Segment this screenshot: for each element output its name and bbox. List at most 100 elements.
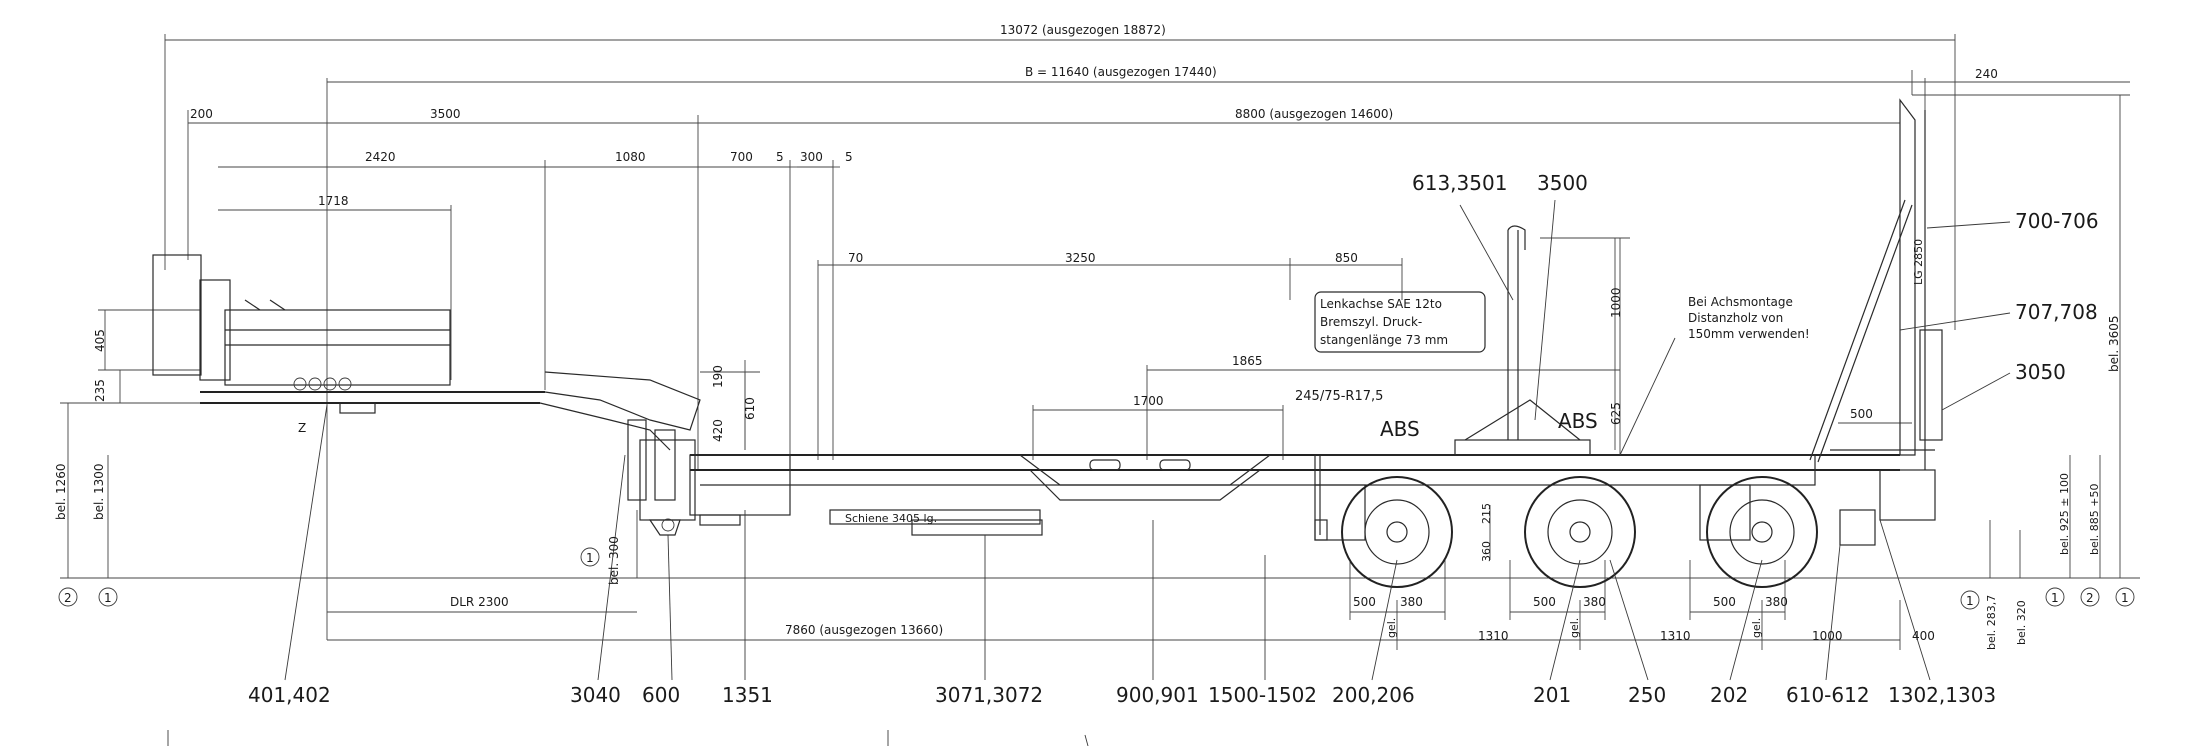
ref-613: 613,3501 [1412,171,1507,195]
dim-215: 215 [1480,503,1493,524]
gel-2: gel. [1568,618,1581,638]
gooseneck [152,254,701,451]
bel-925: bel. 925 ± 100 [2058,473,2071,555]
axle-bogie [1314,225,1816,541]
svg-text:1: 1 [2121,591,2129,605]
bottom-ref-201: 201 [1533,683,1571,707]
dim-1310b: 1310 [1660,629,1691,643]
bottom-ref-1500: 1500-1502 [1208,683,1317,707]
svg-text:1: 1 [586,551,594,565]
vertical-labels: 405 235 bel. 1260 bel. 1300 bel. 300 420… [54,239,2121,650]
bel-885: bel. 885 +50 [2088,483,2101,555]
reference-numbers: 613,3501 3500 700-706 707,708 3050 401,4… [248,171,2099,707]
dim-1865: 1865 [1232,354,1263,368]
ref-700: 700-706 [2015,209,2099,233]
lenk-note-2: Bremszyl. Druck- [1320,315,1422,329]
bel-283: bel. 283,7 [1985,595,1998,650]
dim-190: 190 [711,365,725,388]
bottom-ref-250: 250 [1628,683,1666,707]
ref-3050: 3050 [2015,360,2066,384]
dim-7860: 7860 (ausgezogen 13660) [785,623,943,637]
dimension-labels: 13072 (ausgezogen 18872) B = 11640 (ausg… [190,23,1998,643]
axle1-380: 380 [1400,595,1423,609]
bottom-ref-1351: 1351 [722,683,773,707]
svg-text:2: 2 [64,591,72,605]
bottom-ref-3071: 3071,3072 [935,683,1043,707]
svg-text:1: 1 [2051,591,2059,605]
bottom-ref-401: 401,402 [248,683,331,707]
axle3-380: 380 [1765,595,1788,609]
dim-1000b: 1000 [1812,629,1843,643]
lenk-note-1: Lenkachse SAE 12to [1320,297,1442,311]
dim-200: 200 [190,107,213,121]
dim-3500: 3500 [430,107,461,121]
z-label: Z [298,421,306,435]
axle2-380: 380 [1583,595,1606,609]
bel-300: bel. 300 [607,536,621,585]
top-dimension-lines [164,34,2130,640]
dim-400: 400 [1912,629,1935,643]
svg-text:2: 2 [2086,591,2094,605]
dim-1718: 1718 [318,194,349,208]
dim-700: 700 [730,150,753,164]
notes: Lenkachse SAE 12to Bremszyl. Druck- stan… [1295,295,1810,441]
abs-label-1: ABS [1380,417,1420,441]
gel-1: gel. [1385,618,1398,638]
bel-3605: bel. 3605 [2107,315,2121,372]
achs-note-1: Bei Achsmontage [1688,295,1793,309]
achs-note-3: 150mm verwenden! [1688,327,1810,341]
bottom-ref-1302: 1302,1303 [1888,683,1996,707]
dim-5b: 5 [845,150,853,164]
datum-markers [58,547,2135,610]
dim-2420: 2420 [365,150,396,164]
dim-240: 240 [1975,67,1998,81]
lenkachse-note-box [1314,291,1486,353]
dim-1000: 1000 [1609,287,1623,318]
bottom-ref-202: 202 [1710,683,1748,707]
bottom-ref-200: 200,206 [1332,683,1415,707]
left-dimension-lines [60,238,1616,579]
dim-500-ramp: 500 [1850,407,1873,421]
bottom-ref-900: 900,901 [1116,683,1199,707]
schiene-label: Schiene 3405 lg. [845,512,937,525]
lg-2850: LG 2850 [1912,239,1925,285]
lenk-note-3: stangenlänge 73 mm [1320,333,1448,347]
abs-label-2: ABS [1558,409,1598,433]
dim-70: 70 [848,251,863,265]
ref-707: 707,708 [2015,300,2098,324]
bel-1260: bel. 1260 [54,463,68,520]
leader-lines [284,199,2011,681]
bel-1300: bel. 1300 [92,463,106,520]
axle3-500: 500 [1713,595,1736,609]
gel-3: gel. [1750,618,1763,638]
dim-5a: 5 [776,150,784,164]
bottom-dimension-lines [327,560,1901,650]
dim-420: 420 [711,419,725,442]
dim-overall: 13072 (ausgezogen 18872) [1000,23,1166,37]
dim-360: 360 [1480,541,1493,562]
dim-625: 625 [1609,402,1623,425]
svg-text:1: 1 [104,591,112,605]
support-leg [627,419,681,536]
achs-note-2: Distanzholz von [1688,311,1783,325]
edge-ticks [167,730,1089,746]
dim-8800: 8800 (ausgezogen 14600) [1235,107,1393,121]
axle1-500: 500 [1353,595,1376,609]
bottom-ref-610: 610-612 [1786,683,1870,707]
dim-3250: 3250 [1065,251,1096,265]
datum-numbers: 2 1 1 1 1 2 1 [64,551,2129,608]
bel-320: bel. 320 [2015,600,2028,645]
dim-1310a: 1310 [1478,629,1509,643]
dim-dlr: DLR 2300 [450,595,509,609]
dim-1080: 1080 [615,150,646,164]
dim-300: 300 [800,150,823,164]
dim-b: B = 11640 (ausgezogen 17440) [1025,65,1217,79]
tire-label: 245/75-R17,5 [1295,389,1383,404]
rear-ramp [1809,98,1943,546]
ref-3500: 3500 [1537,171,1588,195]
dim-235: 235 [93,379,107,402]
dim-1700: 1700 [1133,394,1164,408]
axle2-500: 500 [1533,595,1556,609]
dim-850: 850 [1335,251,1358,265]
